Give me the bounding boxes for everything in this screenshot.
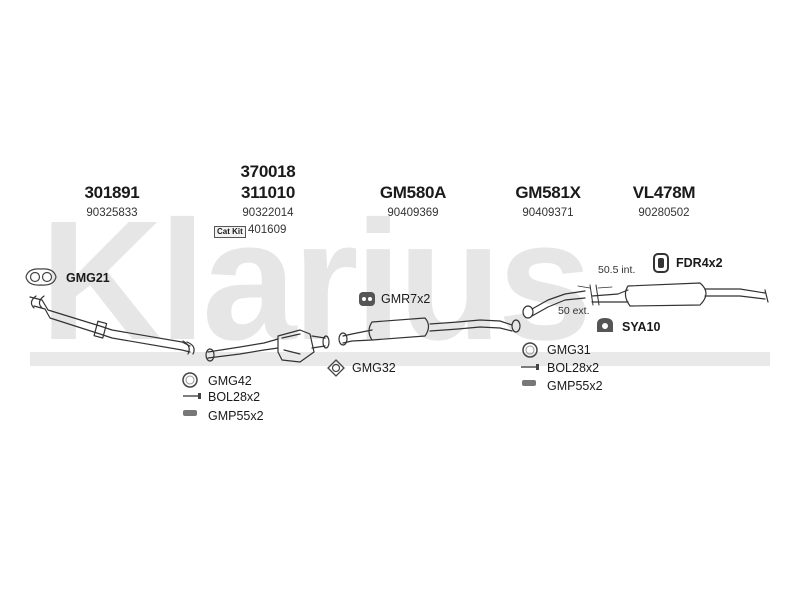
cat-kit-number[interactable]: 401609 bbox=[248, 224, 287, 236]
front-downpipe bbox=[29, 295, 195, 355]
fitting-gmg21[interactable]: GMG21 bbox=[66, 271, 110, 285]
brand-watermark: Klarius bbox=[40, 186, 592, 376]
external-diameter-label: 50 ext. bbox=[558, 305, 590, 317]
fitting-sya[interactable]: SYA10 bbox=[622, 320, 661, 334]
bolt-icon bbox=[521, 364, 539, 370]
fitting-bol-right[interactable]: BOL28x2 bbox=[547, 361, 600, 375]
clamp-icon bbox=[522, 380, 536, 386]
fitting-gmr[interactable]: GMR7x2 bbox=[381, 292, 431, 306]
fitting-gmg32[interactable]: GMG32 bbox=[352, 361, 396, 375]
ring-gasket-icon bbox=[522, 342, 538, 358]
clamp-icon bbox=[183, 410, 197, 416]
fitting-fdr[interactable]: FDR4x2 bbox=[676, 256, 723, 270]
oem-number-1: 90325833 bbox=[86, 207, 138, 219]
part-number-301891[interactable]: 301891 bbox=[84, 183, 140, 202]
gasket-icon bbox=[327, 359, 345, 377]
part-number-gm581x[interactable]: GM581X bbox=[515, 183, 581, 202]
intermediate-pipe bbox=[522, 290, 586, 319]
ring-gasket-icon bbox=[182, 372, 198, 388]
rear-silencer bbox=[591, 282, 769, 307]
rubber-mount-icon bbox=[597, 318, 613, 332]
gasket-icon bbox=[25, 268, 57, 286]
oem-number-5: 90280502 bbox=[638, 207, 690, 219]
oem-number-3: 90409369 bbox=[387, 207, 439, 219]
part-number-370018[interactable]: 370018 bbox=[240, 162, 296, 181]
watermark-bar bbox=[30, 352, 770, 366]
internal-diameter-label: 50.5 int. bbox=[598, 264, 636, 276]
part-number-311010[interactable]: 311010 bbox=[241, 183, 295, 202]
cat-kit-tag: Cat Kit bbox=[214, 226, 246, 238]
bolt-icon bbox=[183, 393, 201, 399]
hanger-icon bbox=[653, 253, 669, 273]
fitting-gmp-right[interactable]: GMP55x2 bbox=[547, 379, 603, 393]
oem-number-4: 90409371 bbox=[522, 207, 574, 219]
fitting-bol-left[interactable]: BOL28x2 bbox=[208, 390, 261, 404]
rubber-mount-icon bbox=[359, 292, 375, 306]
fitting-gmg31[interactable]: GMG31 bbox=[547, 343, 591, 357]
fitting-gmg42[interactable]: GMG42 bbox=[208, 374, 252, 388]
fitting-gmp-left[interactable]: GMP55x2 bbox=[208, 409, 264, 423]
part-number-vl478m[interactable]: VL478M bbox=[632, 183, 696, 202]
oem-number-2: 90322014 bbox=[242, 207, 294, 219]
part-number-gm580a[interactable]: GM580A bbox=[379, 183, 447, 202]
catalytic-converter bbox=[205, 329, 330, 363]
centre-silencer bbox=[338, 317, 521, 346]
